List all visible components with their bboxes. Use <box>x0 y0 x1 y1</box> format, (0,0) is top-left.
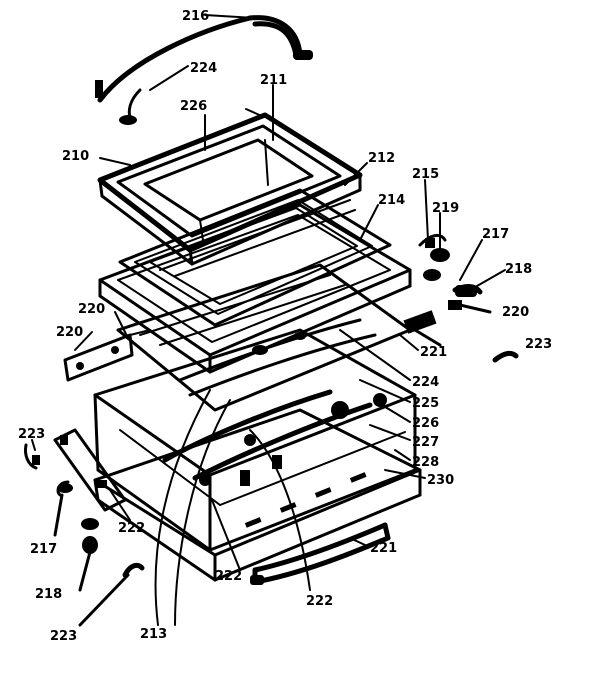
callout-214: 214 <box>378 193 405 208</box>
callout-217-left: 217 <box>30 542 57 557</box>
lid-frame-210 <box>97 112 363 266</box>
callout-222-left: 222 <box>118 521 145 536</box>
callout-222-center: 222 <box>215 569 242 584</box>
left-knob-assembly <box>24 443 99 592</box>
callout-219: 219 <box>432 201 459 216</box>
callout-221-bottom: 221 <box>370 541 397 556</box>
callout-labels: 216 224 211 226 210 212 215 214 219 217 … <box>18 9 552 644</box>
callout-224-lower: 224 <box>412 375 439 390</box>
callout-228: 228 <box>412 455 439 470</box>
callout-225: 225 <box>412 396 439 411</box>
callout-223-left: 223 <box>18 427 45 442</box>
callout-220-right: 220 <box>502 305 529 320</box>
callout-223-right: 223 <box>525 337 552 352</box>
callout-224: 224 <box>190 61 217 76</box>
callout-210: 210 <box>62 149 89 164</box>
callout-211: 211 <box>260 73 287 88</box>
callout-220-left: 220 <box>56 325 83 340</box>
callout-220-left-upper: 220 <box>78 302 105 317</box>
callout-212: 212 <box>368 151 395 166</box>
base-pan-231 <box>93 408 422 585</box>
side-bracket-220-left <box>63 329 151 382</box>
right-valve-assembly <box>403 233 519 363</box>
callout-221-right: 221 <box>420 345 447 360</box>
callout-218-right: 218 <box>505 262 532 277</box>
clip-223-bottom <box>78 562 145 627</box>
side-bracket-222-left <box>53 428 127 512</box>
callout-230: 230 <box>427 473 454 488</box>
handle-216 <box>95 15 313 125</box>
leader-lines <box>31 14 506 626</box>
callout-223-bottom: 223 <box>50 629 77 644</box>
callout-213: 213 <box>140 627 167 642</box>
callout-227: 227 <box>412 435 439 450</box>
callout-215: 215 <box>412 167 439 182</box>
callout-218-left: 218 <box>35 587 62 602</box>
callout-226-lower: 226 <box>412 416 439 431</box>
callout-226: 226 <box>180 99 207 114</box>
callout-217-right: 217 <box>482 227 509 242</box>
callout-222-bottom: 222 <box>306 594 333 609</box>
callout-216: 216 <box>182 9 209 24</box>
